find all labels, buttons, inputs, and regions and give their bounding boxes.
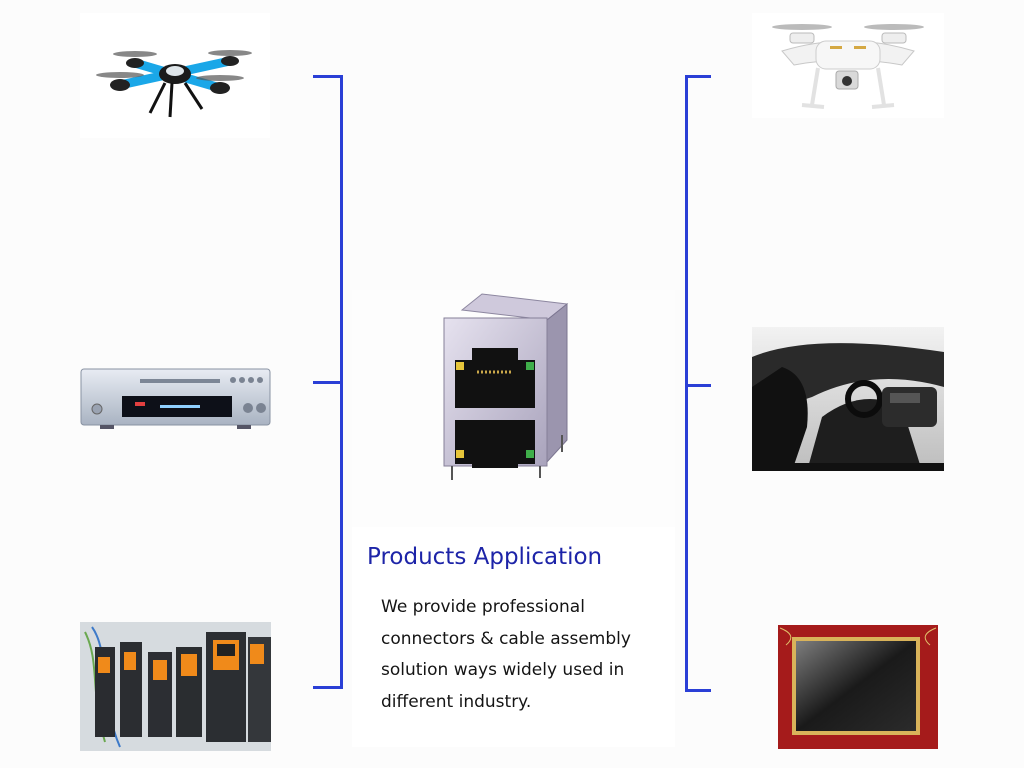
industrial-inverters-image	[80, 622, 271, 751]
section-title: Products Application	[367, 544, 603, 570]
rj45-connector-image	[352, 290, 675, 527]
display-screen-image	[778, 625, 938, 749]
description-line: connectors & cable assembly	[381, 628, 631, 649]
description-line: We provide professional	[381, 597, 585, 617]
quadcopter-drone-image	[80, 13, 270, 138]
description-line: solution ways widely used in	[381, 660, 625, 680]
car-interior-image	[752, 327, 944, 471]
dvd-player-image	[80, 365, 271, 431]
text-panel	[352, 527, 675, 747]
description-line: different industry.	[381, 691, 532, 712]
description: We provide professional connectors & cab…	[381, 592, 651, 718]
camera-drone-image	[752, 13, 944, 118]
